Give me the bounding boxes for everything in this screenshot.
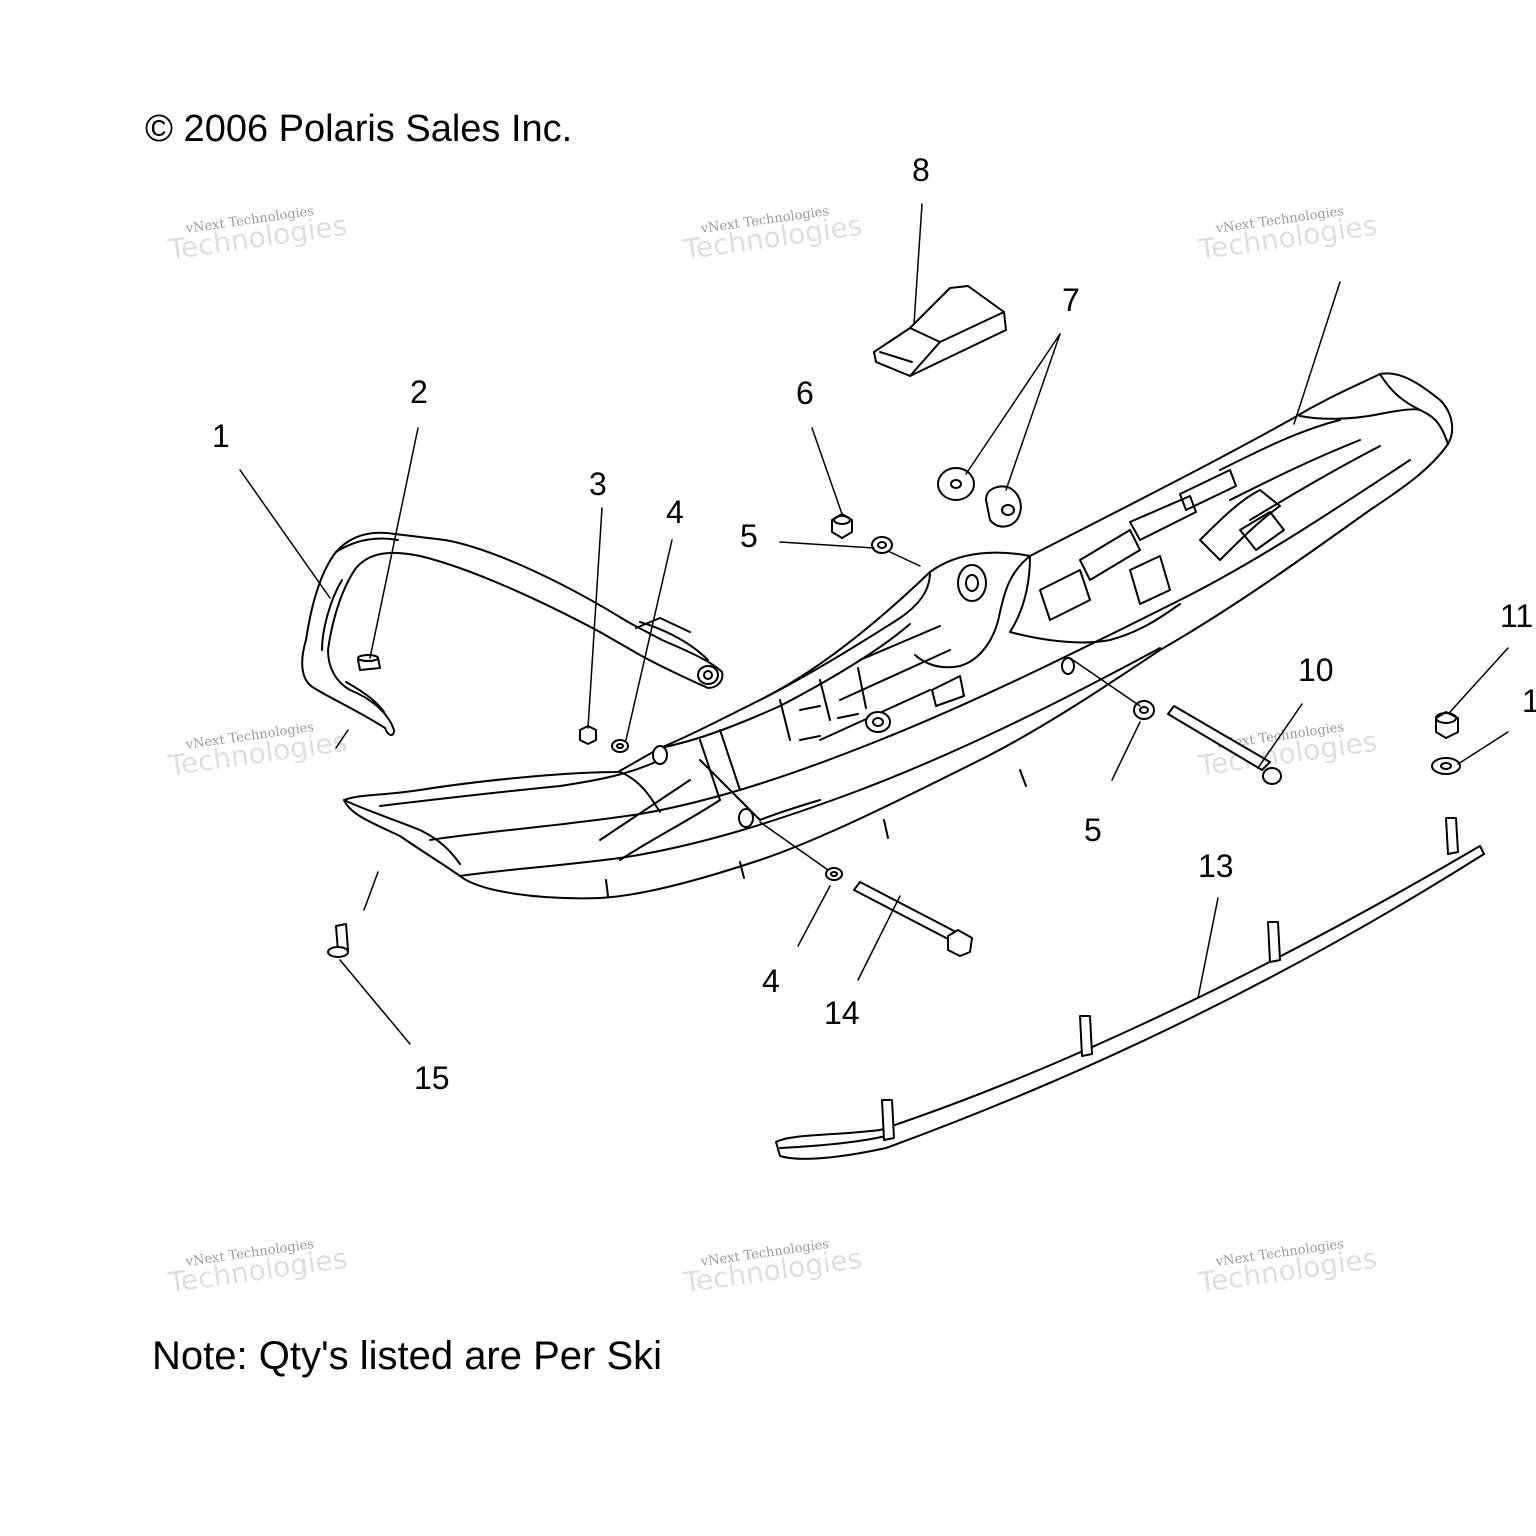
nut-part-6 — [831, 513, 853, 539]
callout-4: 4 — [666, 494, 684, 530]
bushing-part-7 — [937, 467, 1022, 528]
callout-3: 3 — [589, 466, 607, 502]
callout-2: 2 — [410, 374, 428, 410]
ski-handle-loop — [301, 531, 724, 736]
callout-11: 11 — [1500, 598, 1534, 634]
callout-13: 13 — [1198, 848, 1234, 884]
callout-8: 8 — [912, 152, 930, 188]
washer-part-12 — [1431, 757, 1461, 775]
callout-15: 15 — [414, 1060, 450, 1096]
leader-lines — [239, 203, 1509, 1045]
ski-body — [343, 372, 1454, 900]
carbide-runner-part-13 — [775, 817, 1485, 1160]
callout-14: 14 — [824, 995, 860, 1031]
washer-part-4 — [611, 739, 843, 881]
copyright-text: © 2006 Polaris Sales Inc. — [145, 108, 573, 150]
bolt-part-14 — [853, 881, 973, 957]
callout-10: 10 — [1298, 652, 1334, 688]
callout-4: 4 — [762, 963, 780, 999]
nut-part-11 — [1435, 711, 1459, 739]
note-text: Note: Qty's listed are Per Ski — [152, 1334, 663, 1378]
callout-6: 6 — [796, 375, 814, 411]
wear-pad-part-8 — [873, 285, 1007, 377]
callout-7: 7 — [1062, 282, 1080, 318]
bolt-part-10 — [1167, 705, 1282, 785]
callout-12: 1 — [1522, 683, 1536, 719]
callout-5: 5 — [740, 518, 758, 554]
rivet-part-2 — [357, 654, 381, 671]
callout-5: 5 — [1084, 812, 1102, 848]
callout-1: 1 — [212, 418, 230, 454]
pin-part-15 — [327, 923, 349, 958]
